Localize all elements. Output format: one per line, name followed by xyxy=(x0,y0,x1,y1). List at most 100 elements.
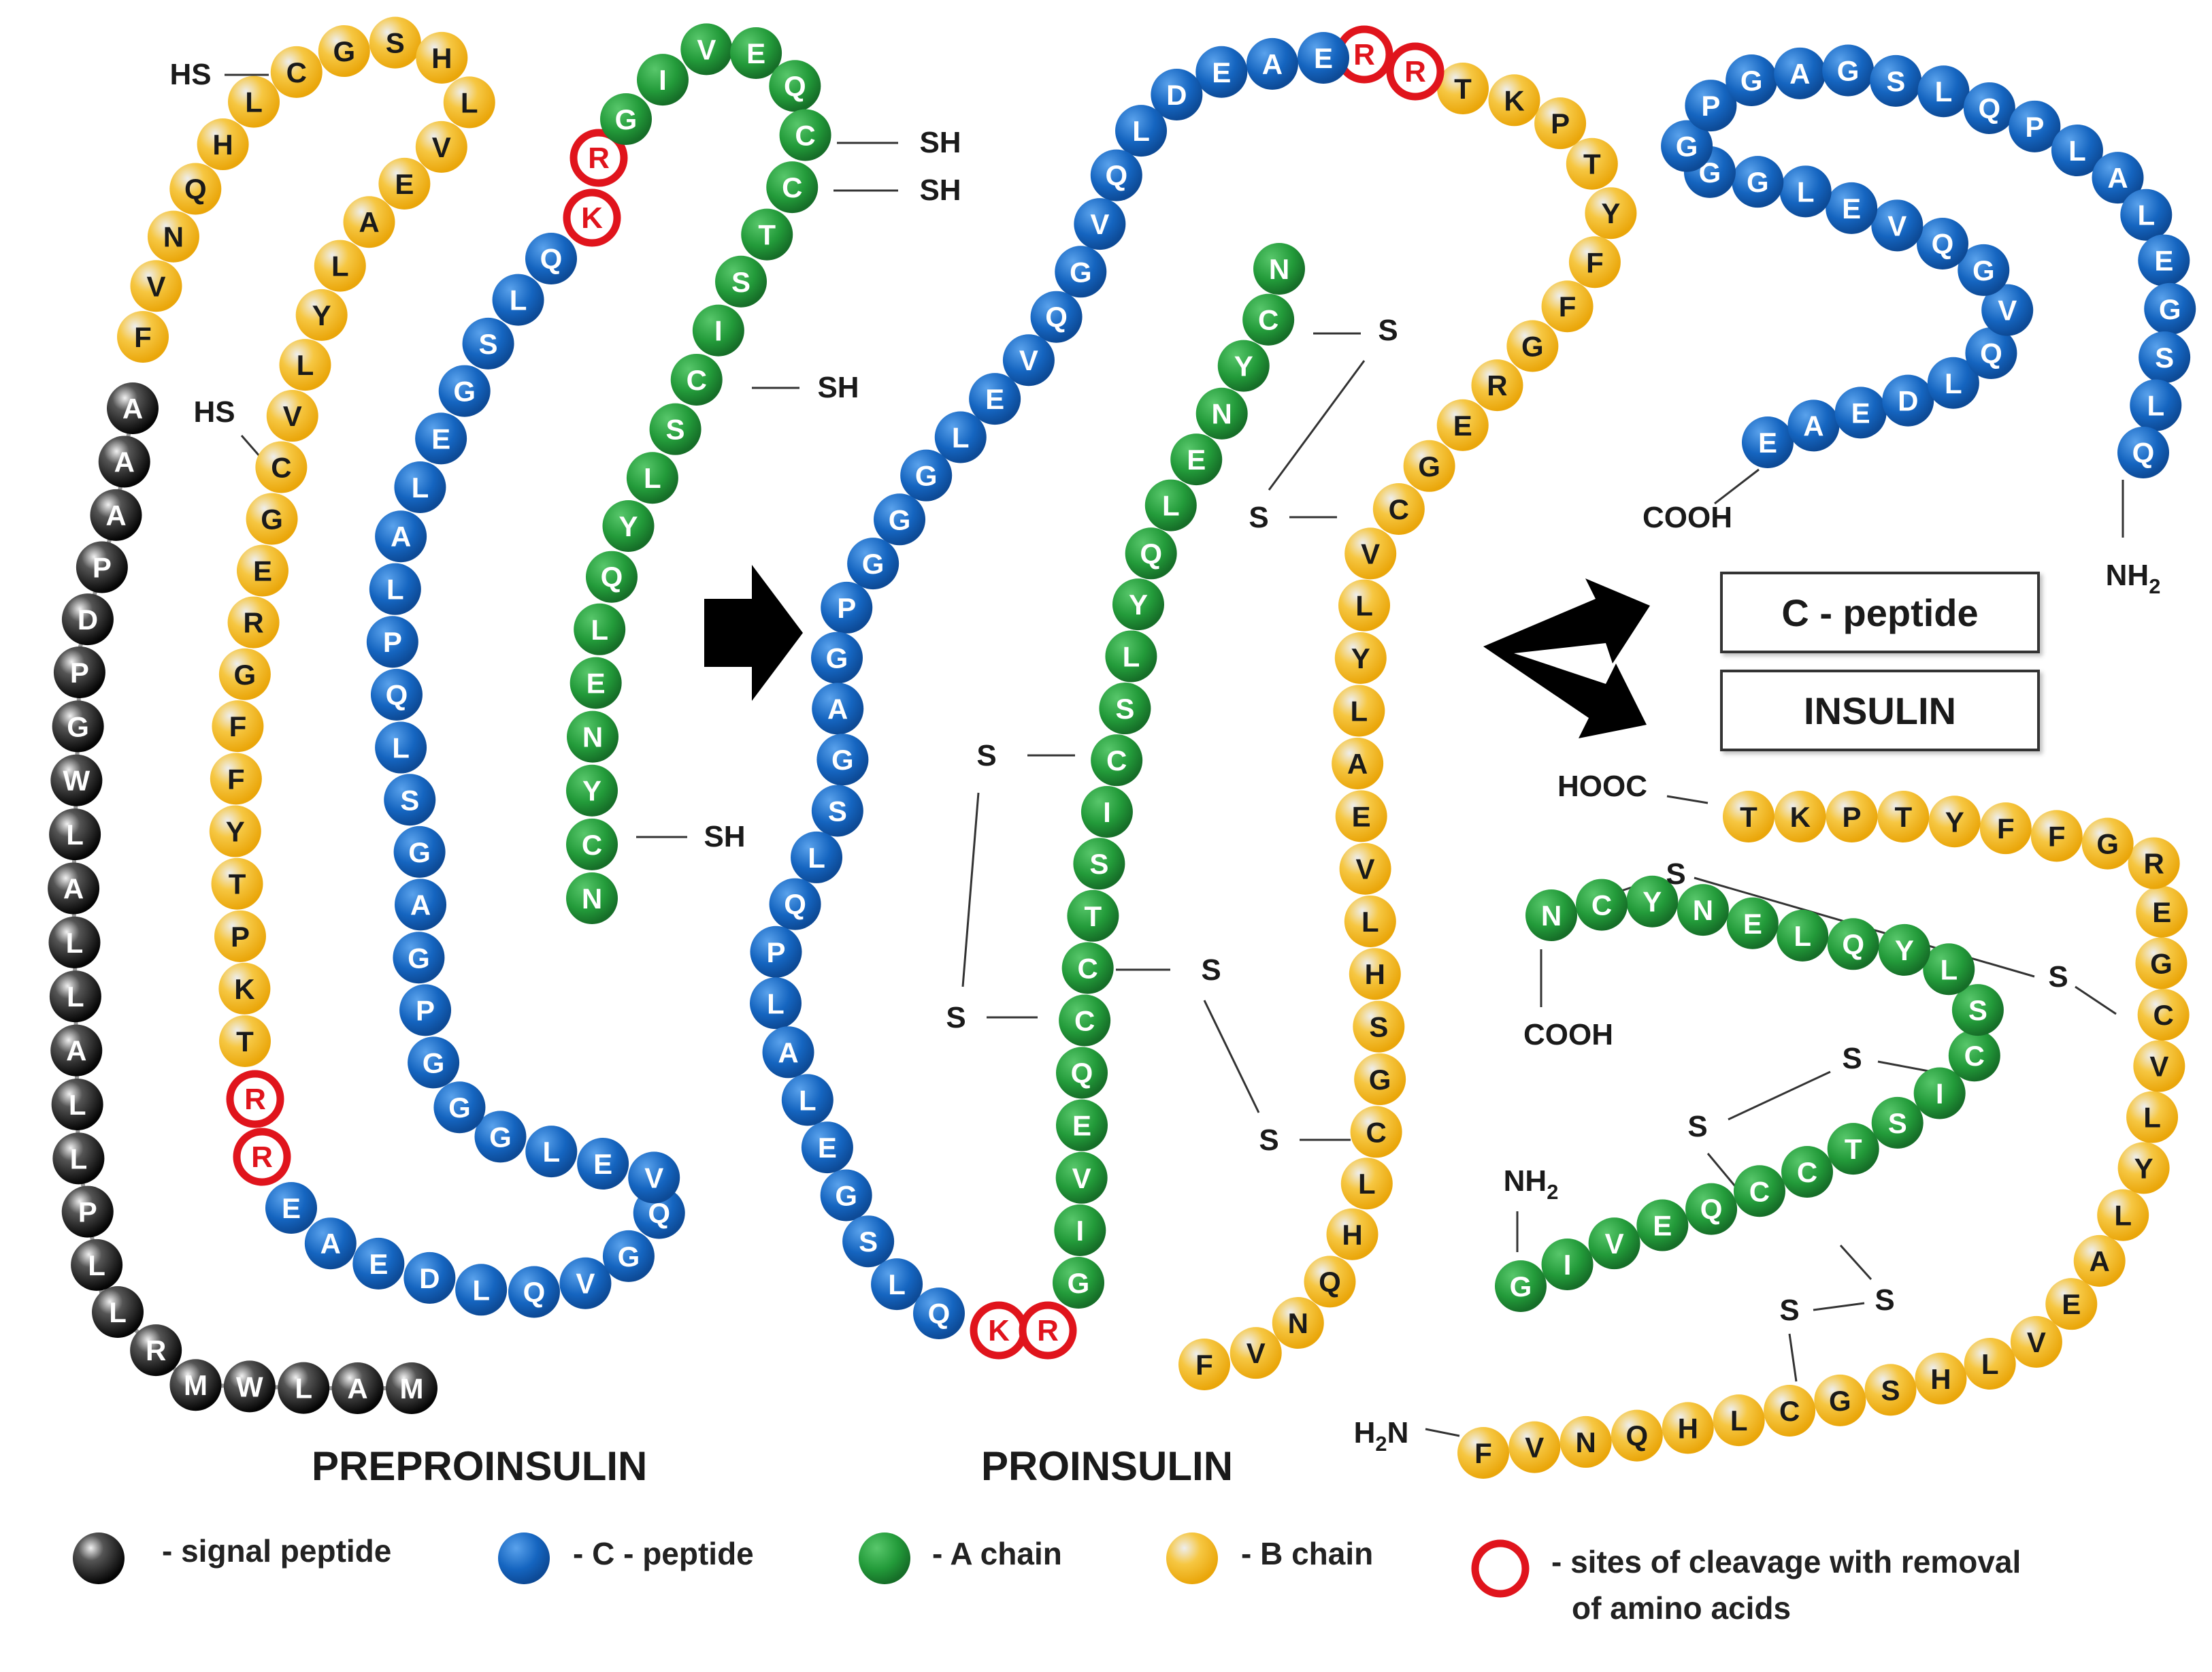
svg-text:P: P xyxy=(78,1196,97,1228)
svg-text:G: G xyxy=(423,1047,445,1079)
svg-text:K: K xyxy=(1504,84,1524,116)
proinsulin-a-chain-residue-2: I xyxy=(1054,1204,1106,1256)
c-peptide-product-residue-7: V xyxy=(1981,284,2034,336)
svg-text:Q: Q xyxy=(1105,160,1127,192)
svg-text:G: G xyxy=(615,103,638,135)
svg-text:I: I xyxy=(1564,1249,1572,1281)
svg-text:L: L xyxy=(1730,1405,1748,1437)
preproinsulin-b-chain-residue-17: L xyxy=(279,339,331,391)
svg-text:W: W xyxy=(236,1371,263,1403)
proinsulin-cleavage-rr-residue-1: R xyxy=(1386,42,1445,101)
preproinsulin-signal-residue-4: W xyxy=(223,1360,276,1413)
proinsulin-a-chain-residue-7: C xyxy=(1061,942,1114,994)
svg-text:R: R xyxy=(588,142,610,175)
svg-text:A: A xyxy=(114,446,135,478)
svg-text:S: S xyxy=(1089,848,1108,880)
svg-text:L: L xyxy=(69,1089,86,1121)
c-peptide-box-label: C - peptide xyxy=(1781,591,1979,634)
svg-text:C: C xyxy=(1797,1156,1817,1188)
preproinsulin-b-chain-residue-10: H xyxy=(416,31,468,84)
svg-text:L: L xyxy=(2147,390,2164,422)
svg-text:G: G xyxy=(889,504,911,536)
proinsulin-s-line-3b xyxy=(1203,1000,1260,1113)
insulin-hooc-label: HOOC xyxy=(1557,770,1647,803)
proinsulin-s-label-2: S xyxy=(1249,501,1268,534)
svg-text:D: D xyxy=(419,1262,440,1294)
svg-text:L: L xyxy=(1945,367,1962,399)
svg-text:V: V xyxy=(2027,1326,2046,1358)
svg-text:K: K xyxy=(234,973,254,1005)
svg-text:L: L xyxy=(66,819,84,851)
preproinsulin-a-chain-residue-10: I xyxy=(692,304,744,357)
insulin-a-chain-residue-12: S xyxy=(1951,984,2004,1036)
insulin-s-line-3a xyxy=(1839,1244,1872,1281)
svg-text:D: D xyxy=(78,604,98,636)
preproinsulin-sh-label-2: SH xyxy=(919,174,961,207)
preproinsulin-sh-label-3: SH xyxy=(817,371,859,404)
svg-text:C: C xyxy=(1749,1175,1770,1207)
svg-text:S: S xyxy=(731,266,750,298)
svg-text:Q: Q xyxy=(784,889,806,921)
svg-text:L: L xyxy=(245,86,263,118)
preproinsulin-c-peptide-residue-2: A xyxy=(304,1217,357,1270)
insulin-s-label-4: S xyxy=(1687,1110,1707,1143)
proinsulin-b-chain-residue-2: V xyxy=(1229,1327,1282,1379)
svg-text:Q: Q xyxy=(184,174,207,206)
proinsulin-c-peptide-residue-4: D xyxy=(1151,69,1203,121)
legend-marker-c-peptide xyxy=(498,1532,550,1584)
svg-text:H: H xyxy=(1342,1219,1362,1251)
c-peptide-product-residue-24: L xyxy=(2051,125,2103,177)
svg-text:G: G xyxy=(1070,256,1092,288)
legend-marker-a-chain xyxy=(859,1532,910,1584)
svg-text:C: C xyxy=(1366,1116,1386,1148)
svg-text:G: G xyxy=(1837,55,1860,87)
proinsulin-a-chain-residue-14: Y xyxy=(1112,578,1164,631)
insulin-b-chain-residue-21: E xyxy=(2136,885,2188,938)
insulin-h2n-label: H2N xyxy=(1354,1416,1409,1456)
svg-text:R: R xyxy=(146,1334,166,1366)
svg-text:C: C xyxy=(1591,889,1612,921)
proinsulin-cleavage-kr-residue-1: K xyxy=(970,1301,1028,1360)
svg-text:Y: Y xyxy=(582,775,601,807)
preproinsulin-c-peptide-residue-4: D xyxy=(403,1251,456,1304)
svg-text:A: A xyxy=(410,889,431,921)
svg-text:G: G xyxy=(2159,293,2181,325)
svg-text:N: N xyxy=(1693,894,1713,926)
c-peptide-product-residue-13: G xyxy=(1732,156,1784,208)
svg-text:Q: Q xyxy=(1140,538,1162,570)
preproinsulin-b-chain-residue-30: T xyxy=(219,1015,271,1067)
proinsulin-c-peptide-residue-30: L xyxy=(871,1258,923,1311)
svg-text:L: L xyxy=(67,981,84,1013)
svg-text:A: A xyxy=(1789,58,1810,90)
preproinsulin-hs-label-2: HS xyxy=(193,395,235,429)
preproinsulin-b-chain-residue-7: C xyxy=(270,46,323,98)
preproinsulin-signal-residue-24: A xyxy=(107,382,159,434)
svg-text:T: T xyxy=(229,868,246,900)
svg-text:P: P xyxy=(1701,90,1720,122)
proinsulin-b-chain-residue-5: H xyxy=(1326,1208,1379,1260)
svg-text:Q: Q xyxy=(601,561,623,593)
svg-text:F: F xyxy=(2048,820,2066,852)
svg-text:G: G xyxy=(1972,255,1995,286)
insulin-b-chain-residue-24: F xyxy=(2030,810,2083,862)
svg-text:G: G xyxy=(408,836,431,868)
preproinsulin-signal-residue-16: L xyxy=(49,808,101,861)
svg-text:G: G xyxy=(1068,1267,1090,1299)
svg-text:A: A xyxy=(63,872,84,904)
preproinsulin-b-chain-residue-11: L xyxy=(443,76,495,129)
preproinsulin-a-chain-residue-11: C xyxy=(670,353,723,406)
svg-text:V: V xyxy=(1525,1432,1544,1464)
insulin-a-chain-residue-7: C xyxy=(1781,1145,1834,1198)
svg-text:V: V xyxy=(576,1268,595,1300)
svg-text:H: H xyxy=(431,42,452,74)
insulin-b-chain-residue-17: L xyxy=(2126,1091,2179,1143)
svg-text:S: S xyxy=(859,1226,878,1258)
preproinsulin-c-peptide-residue-29: S xyxy=(462,317,514,370)
svg-text:C: C xyxy=(1106,744,1127,776)
proinsulin-c-peptide-residue-5: L xyxy=(1115,105,1168,157)
proinsulin-title: PROINSULIN xyxy=(981,1443,1234,1489)
preproinsulin-c-peptide-residue-17: G xyxy=(393,932,445,984)
svg-text:S: S xyxy=(666,414,685,446)
